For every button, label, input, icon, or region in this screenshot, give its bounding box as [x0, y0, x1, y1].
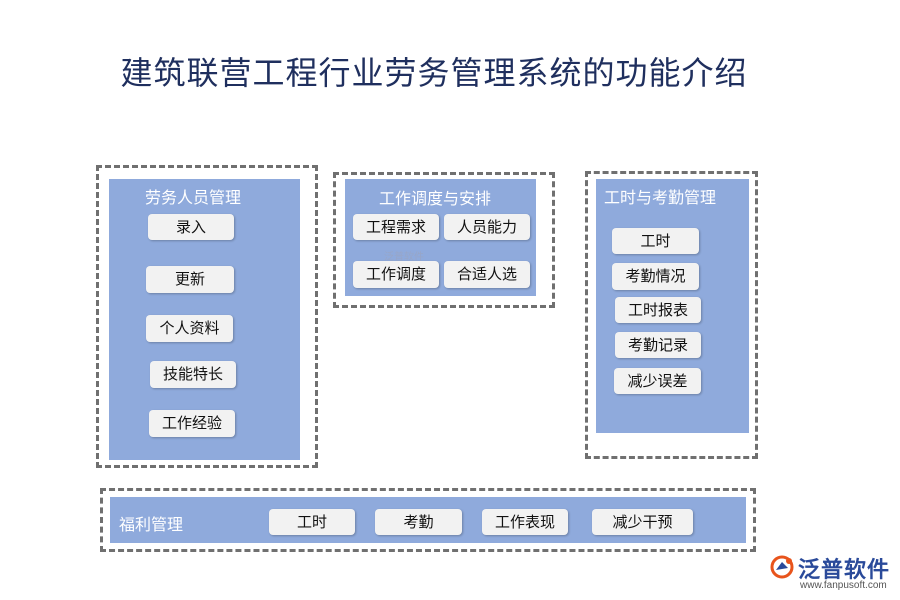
dispatch-item-capability: 人员能力 — [444, 214, 530, 240]
labor-item-profile: 个人资料 — [146, 315, 233, 342]
brand-logo: 泛普软件 www.fanpusoft.com — [770, 552, 892, 594]
watermark: 泛普软件 — [384, 252, 424, 263]
welfare-item-performance: 工作表现 — [482, 509, 568, 535]
dispatch-item-scheduling: 工作调度 — [353, 261, 439, 288]
welfare-item-attendance: 考勤 — [375, 509, 462, 535]
page-title: 建筑联营工程行业劳务管理系统的功能介绍 — [120, 54, 748, 92]
attendance-group — [585, 171, 758, 459]
attendance-item-reduce-errors: 减少误差 — [614, 368, 701, 394]
logo-name: 泛普软件 — [798, 558, 891, 583]
labor-management-title: 劳务人员管理 — [145, 188, 242, 207]
logo-url: www.fanpusoft.com — [800, 580, 887, 591]
welfare-item-reduce-intervention: 减少干预 — [592, 509, 693, 535]
dispatch-group — [333, 172, 555, 308]
welfare-item-hours: 工时 — [269, 509, 355, 535]
labor-item-update: 更新 — [146, 266, 234, 293]
dispatch-item-candidate: 合适人选 — [444, 261, 530, 288]
attendance-item-status: 考勤情况 — [612, 263, 699, 290]
attendance-item-hours: 工时 — [612, 228, 699, 254]
attendance-title: 工时与考勤管理 — [604, 188, 717, 207]
labor-item-skills: 技能特长 — [150, 361, 236, 388]
attendance-item-report: 工时报表 — [615, 297, 701, 323]
welfare-group — [100, 488, 756, 552]
labor-management-group — [96, 165, 318, 468]
dispatch-title: 工作调度与安排 — [379, 189, 492, 208]
attendance-item-records: 考勤记录 — [615, 332, 701, 358]
labor-item-experience: 工作经验 — [149, 410, 235, 437]
labor-item-enter: 录入 — [148, 214, 234, 240]
logo-mark-icon — [770, 555, 794, 579]
dispatch-item-demand: 工程需求 — [353, 214, 439, 240]
welfare-title: 福利管理 — [119, 515, 184, 534]
